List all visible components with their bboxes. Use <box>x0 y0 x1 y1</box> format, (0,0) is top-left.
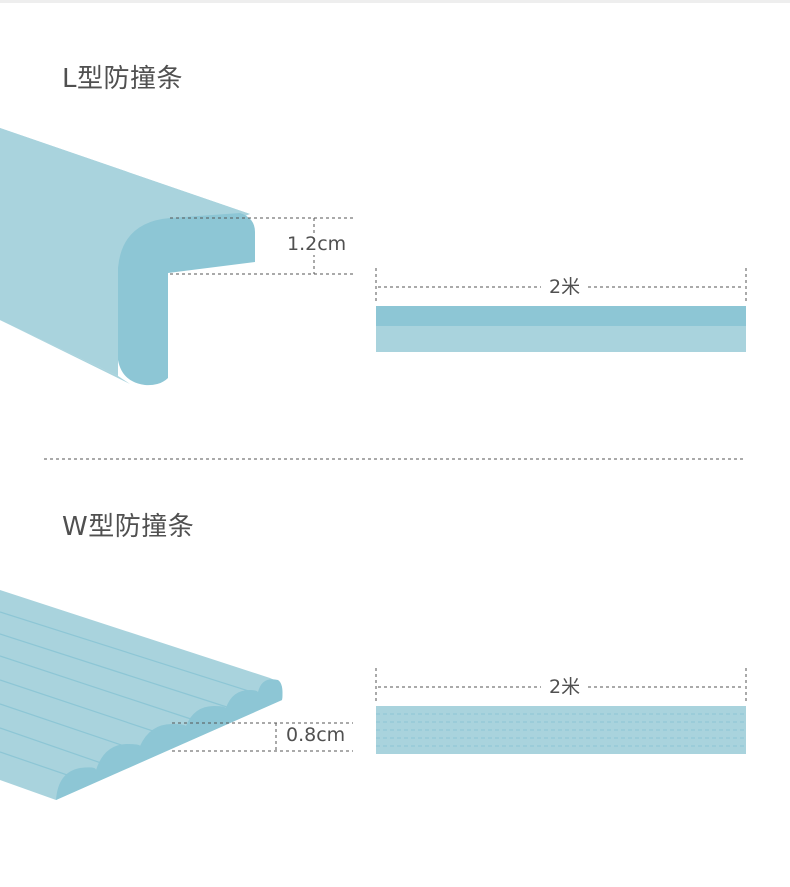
w-type-title: W型防撞条 <box>62 512 195 542</box>
w-strip-end-face <box>56 679 283 800</box>
w-thickness-label: 0.8cm <box>286 724 346 746</box>
w-strip-top-face <box>0 590 283 800</box>
top-border <box>0 0 790 3</box>
w-strip-3d <box>0 590 283 800</box>
l-strip-3d <box>0 128 255 386</box>
w-thickness-dimension <box>172 722 353 752</box>
l-strip-flat-view <box>376 306 746 352</box>
w-strip-flat-view <box>376 706 746 754</box>
l-strip-front-face <box>0 320 130 384</box>
w-length-label: 2米 <box>541 672 589 699</box>
l-thickness-dimension <box>170 217 353 275</box>
l-type-title: L型防撞条 <box>62 64 183 94</box>
l-length-label: 2米 <box>541 272 589 299</box>
w-strip-ridges <box>0 611 259 779</box>
l-strip-end-face <box>118 213 255 386</box>
l-thickness-label: 1.2cm <box>287 233 347 255</box>
